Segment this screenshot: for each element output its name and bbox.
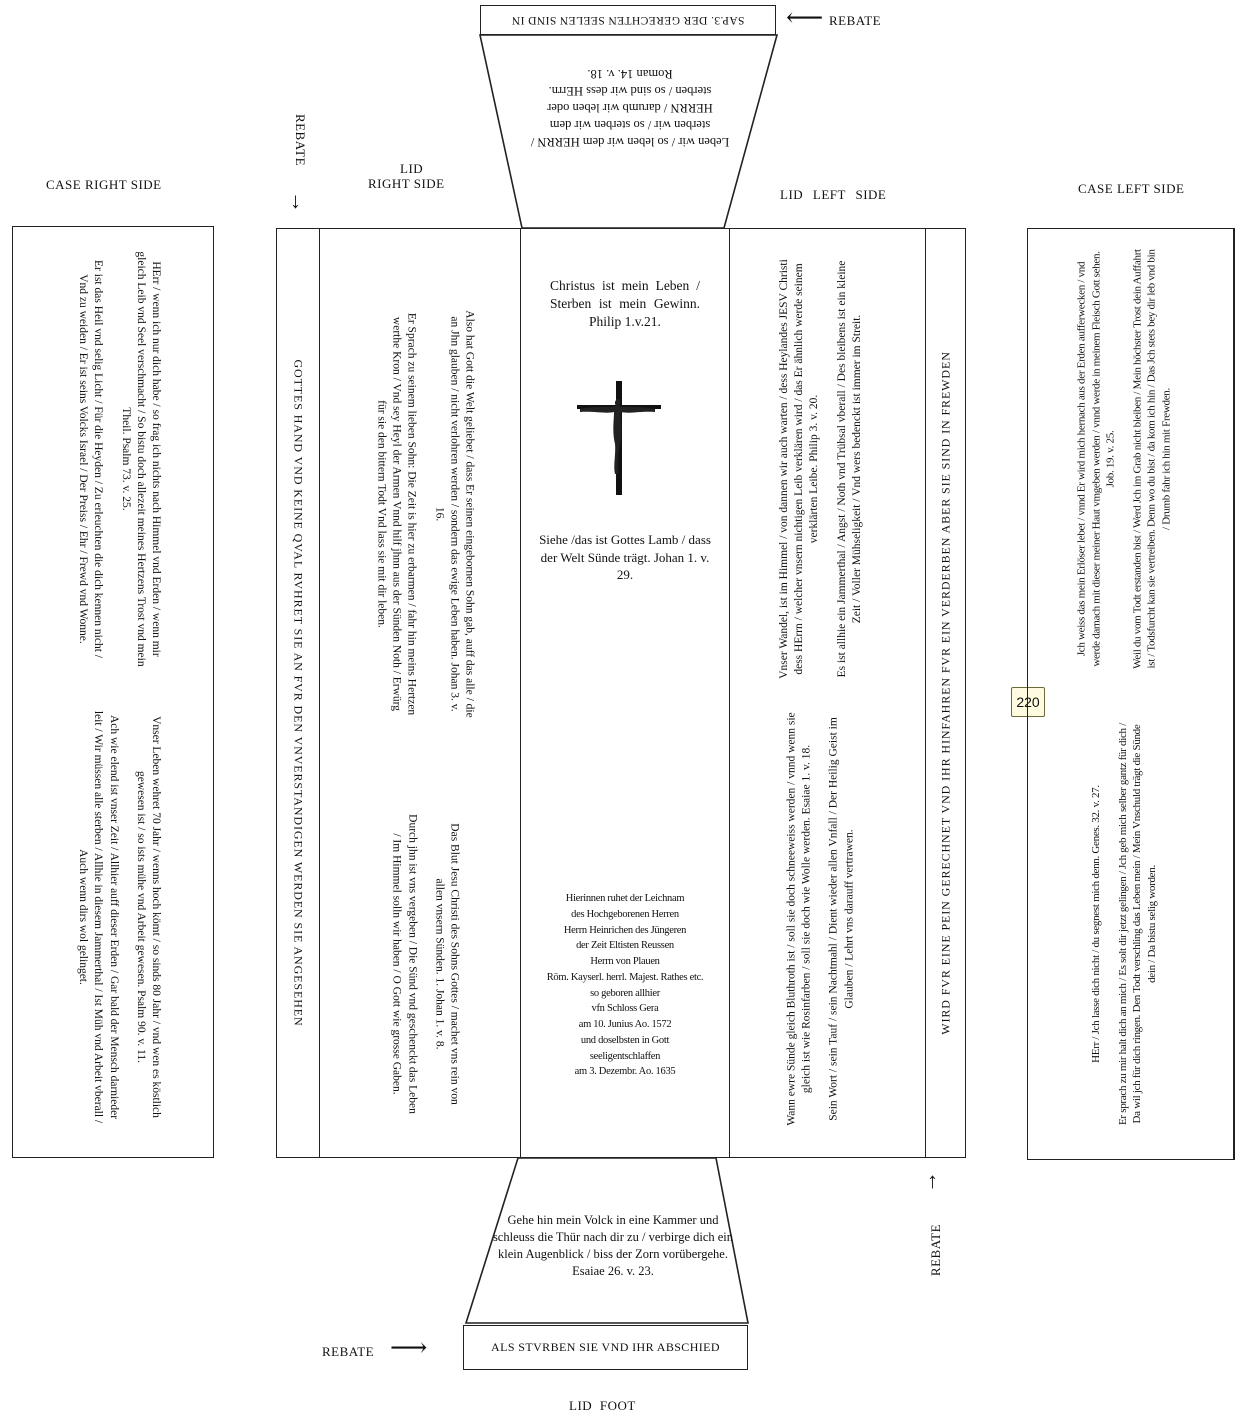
lid-right-top-text: Also hat Gott die Welt geliebet / dass E… [361,309,476,719]
lid-left-border-inscription: WIRD FVR EINE PEIN GERECHNET VND IHR HIN… [938,351,952,1035]
lid-left-panel: Vnser Wandel, ist im Himmel / von dannen… [729,228,926,1158]
case-right-top-p2: Er ist das Heil vnd selig Licht / Für di… [77,260,105,658]
lid-right-side-label: RIGHT SIDE [368,176,445,191]
epitaph-line: der Zeit Eltisten Reussen [576,940,674,952]
epitaph-line: so geboren allhier [590,987,660,999]
lid-left-bottom-text: Wann ewre Sünde gleich Bluthroth ist / s… [784,709,869,1129]
rebate-left-label: REBATE [293,113,308,167]
rebate-left-arrow-icon: ↓ [290,188,301,213]
rebate-top-label: REBATE [829,13,882,28]
epitaph-line: am 10. Junius Ao. 1572 [578,1019,672,1030]
case-left-bottom-p1: HErr / Jch lasse dich nicht / du segnest… [1089,785,1102,1063]
lid-right-top-p2: Er Sprach zu seinem lieben Sohn: Die Zei… [375,312,418,716]
bottom-trapezoid-text: Gehe hin mein Volck in eine Kammer und s… [492,1213,734,1278]
lid-centre-panel: Christus ist mein Leben / Sterben ist me… [520,228,730,1158]
lid-centre-top-text: Christus ist mein Leben / Sterben ist me… [550,278,700,330]
top-trapezoid-text: Leben wir / so leben wir dem HERRN / ste… [530,67,730,149]
case-right-top-wrap: HErr / wenn ich nur dich habe / so frag … [13,239,213,679]
bottom-trapezoid-shape [464,1157,749,1324]
case-right-bottom-text: Vnser Leben wehret 70 Jahr / wenns hoch … [63,707,163,1127]
top-trapezoid-wrap: Leben wir / so leben wir dem HERRN / ste… [510,45,750,170]
case-left-top-text: Jch weiss das mein Erlöser lebet / vnnd … [1074,249,1185,669]
epitaph-line: Herrn von Plauen [590,956,660,967]
case-left-panel: Jch weiss das mein Erlöser lebet / vnnd … [1027,228,1235,1160]
lid-left-bottom-p2: Sein Wort / sein Tauf / sein Nachtmahl /… [827,717,855,1121]
rebate-bottom-arrow-icon: ⟶ [390,1333,428,1362]
lid-centre-middle-text: Siehe /das ist Gottes Lamb / dass der We… [539,532,711,583]
rebate-left-label-wrap: REBATE [290,110,310,170]
bottom-trapezoid-wrap: Gehe hin mein Volck in eine Kammer und s… [478,1212,748,1312]
lid-right-border-strip: GOTTES HAND VND KEINE QVAL RVHRET SIE AN… [276,228,320,1158]
case-left-top-wrap: Jch weiss das mein Erlöser lebet / vnnd … [1028,239,1232,679]
case-right-top-text: HErr / wenn ich nur dich habe / so frag … [63,249,163,669]
case-left-side-label: CASE LEFT SIDE [1078,181,1185,196]
lid-left-top-p1: Vnser Wandel, ist im Himmel / von dannen… [777,259,820,679]
rebate-right-arrow-icon: ↑ [927,1168,938,1193]
rebate-bottom-label: REBATE [322,1344,375,1359]
case-left-bottom-text: HErr / Jch lasse dich nicht / du segnest… [1089,719,1171,1129]
epitaph-line: und doselbsten in Gott [580,1034,670,1046]
case-right-top-p1: HErr / wenn ich nur dich habe / so frag … [119,251,162,667]
case-right-bottom-p2: Ach wie elend ist vnser Zeit / Allhier a… [77,710,120,1124]
epitaph-line: seeligentschlaffen [589,1050,661,1062]
lid-right-top-wrap: Also hat Gott die Welt geliebet / dass E… [319,299,519,729]
epitaph-line: am 3. Dezembr. Ao. 1635 [574,1066,676,1078]
case-right-bottom-wrap: Vnser Leben wehret 70 Jahr / wenns hoch … [13,697,213,1137]
lid-right-top-p1: Also hat Gott die Welt geliebet / dass E… [433,310,476,718]
epitaph-line: Hierinnen ruhet der Leichnam [565,893,685,904]
case-left-bottom-p2: Er sprach zu mir halt dich an mich / Es … [1116,723,1158,1125]
case-left-top-p1: Jch weiss das mein Erlöser lebet / vnnd … [1075,251,1117,667]
lid-left-bottom-p1: Wann ewre Sünde gleich Bluthroth ist / s… [785,712,813,1126]
rebate-right-label: REBATE [928,1223,943,1277]
lid-left-top-wrap: Vnser Wandel, ist im Himmel / von dannen… [729,249,924,689]
top-rebate-box: SAP.3. DER GERECHTEN SEELEN SIND IN [480,5,776,35]
bottom-rebate-inscription: ALS STVRBEN SIE VND IHR ABSCHIED [491,1340,720,1354]
lid-right-bottom-p2: Durch jhn ist vns vergeben / Die Sünd vn… [390,814,418,1114]
lid-right-bottom-p1: Das Blut Jesu Christi des Sohns Gottes /… [433,823,461,1105]
lid-right-bottom-text: Das Blut Jesu Christi des Sohns Gottes /… [377,814,462,1114]
epitaph-line: Röm. Kayserl. herrl. Majest. Rathes etc. [546,971,704,983]
epitaph-block: Hierinnen ruhet der Leichnam des Hochgeb… [530,891,720,1080]
case-right-panel: HErr / wenn ich nur dich habe / so frag … [12,226,214,1158]
case-left-bottom-wrap: HErr / Jch lasse dich nicht / du segnest… [1028,709,1232,1139]
epitaph-line: Herrn Heinrichen des Jüngeren [563,924,687,936]
lid-left-bottom-wrap: Wann ewre Sünde gleich Bluthroth ist / s… [729,699,924,1139]
lid-foot-label: LID FOOT [569,1398,636,1413]
rebate-top-arrow-icon: ⟵ [786,3,824,32]
lid-left-top-p2: Es ist allhie ein Jammerthal / Angst / N… [835,260,863,678]
lid-left-border-strip: WIRD FVR EINE PEIN GERECHNET VND IHR HIN… [925,228,966,1158]
case-right-side-label: CASE RIGHT SIDE [46,177,162,192]
top-rebate-inscription: SAP.3. DER GERECHTEN SEELEN SIND IN [511,14,745,26]
rebate-right-label-wrap: REBATE [926,1215,946,1285]
lid-left-side-label: LID LEFT SIDE [780,187,887,202]
lid-right-bottom-wrap: Das Blut Jesu Christi des Sohns Gottes /… [319,799,519,1129]
crucifix-icon [577,381,661,495]
lid-label: LID [400,161,424,176]
lid-right-panel: Also hat Gott die Welt geliebet / dass E… [319,228,521,1158]
lid-right-border-inscription: GOTTES HAND VND KEINE QVAL RVHRET SIE AN… [291,359,306,1027]
lid-left-top-text: Vnser Wandel, ist im Himmel / von dannen… [777,259,877,679]
case-right-bottom-p1: Vnser Leben wehret 70 Jahr / wenns hoch … [134,716,162,1118]
case-left-top-p2: Weil du vom Todt erstanden bist / Werd J… [1131,249,1173,669]
epitaph-line: des Hochgeborenen Herren [571,908,679,920]
bottom-rebate-box: ALS STVRBEN SIE VND IHR ABSCHIED [463,1325,748,1370]
epitaph-line: vfn Schloss Gera [591,1003,659,1015]
